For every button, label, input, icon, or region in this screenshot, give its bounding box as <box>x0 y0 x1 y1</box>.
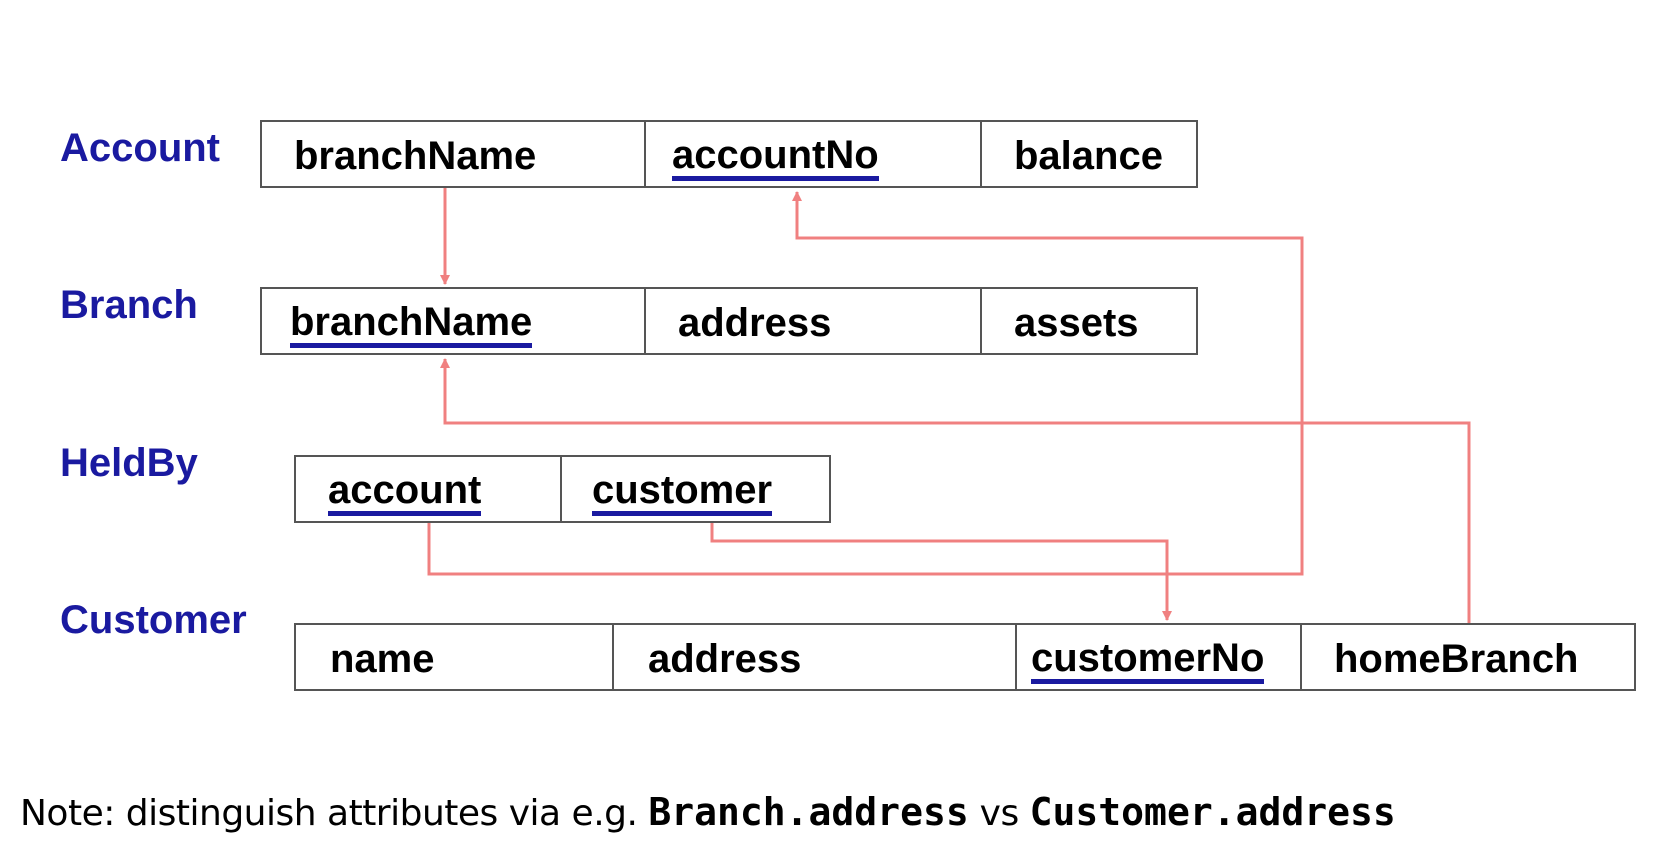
relation-name-branch: Branch <box>60 283 198 327</box>
customer-attr-cell: homeBranch <box>1302 623 1636 691</box>
note-text: Note: distinguish attributes via e.g. Br… <box>20 790 1396 836</box>
branch-attr-cell: address <box>646 287 982 355</box>
note-prefix: Note: distinguish attributes via e.g. <box>20 793 638 834</box>
customer-attr-name: name <box>330 637 435 681</box>
branch-attr-branchname: branchName <box>290 301 533 348</box>
heldby-attr-cell: account <box>294 455 562 523</box>
note-code-customer-address: Customer.address <box>1029 790 1396 834</box>
account-attr-accountno: accountNo <box>672 134 879 181</box>
customer-attr-cell: address <box>614 623 1017 691</box>
heldby-attr-customer: customer <box>592 469 773 516</box>
branch-attr-assets: assets <box>1014 301 1139 345</box>
link-heldby-customer-to-customer-customerno <box>710 523 1172 621</box>
note-code-branch-address: Branch.address <box>648 790 969 834</box>
account-table: branchName accountNo balance <box>260 120 1198 188</box>
account-attr-cell: accountNo <box>646 120 982 188</box>
customer-attr-customerno: customerNo <box>1031 637 1265 684</box>
relation-name-customer: Customer <box>60 598 247 642</box>
heldby-table: account customer <box>294 455 831 523</box>
heldby-attr-account: account <box>328 469 482 516</box>
account-attr-cell: balance <box>982 120 1198 188</box>
relation-name-account: Account <box>60 126 220 170</box>
relation-name-heldby: HeldBy <box>60 441 198 485</box>
customer-table: name address customerNo homeBranch <box>294 623 1636 691</box>
customer-attr-address: address <box>648 637 802 681</box>
customer-attr-cell: name <box>294 623 614 691</box>
heldby-attr-cell: customer <box>562 455 831 523</box>
branch-table: branchName address assets <box>260 287 1198 355</box>
customer-attr-homebranch: homeBranch <box>1334 637 1579 681</box>
note-mid: vs <box>979 793 1020 834</box>
account-attr-branchname: branchName <box>294 134 537 178</box>
customer-attr-cell: customerNo <box>1017 623 1302 691</box>
account-attr-balance: balance <box>1014 134 1163 178</box>
branch-attr-cell: assets <box>982 287 1198 355</box>
account-attr-cell: branchName <box>260 120 646 188</box>
branch-attr-address: address <box>678 301 832 345</box>
branch-attr-cell: branchName <box>260 287 646 355</box>
